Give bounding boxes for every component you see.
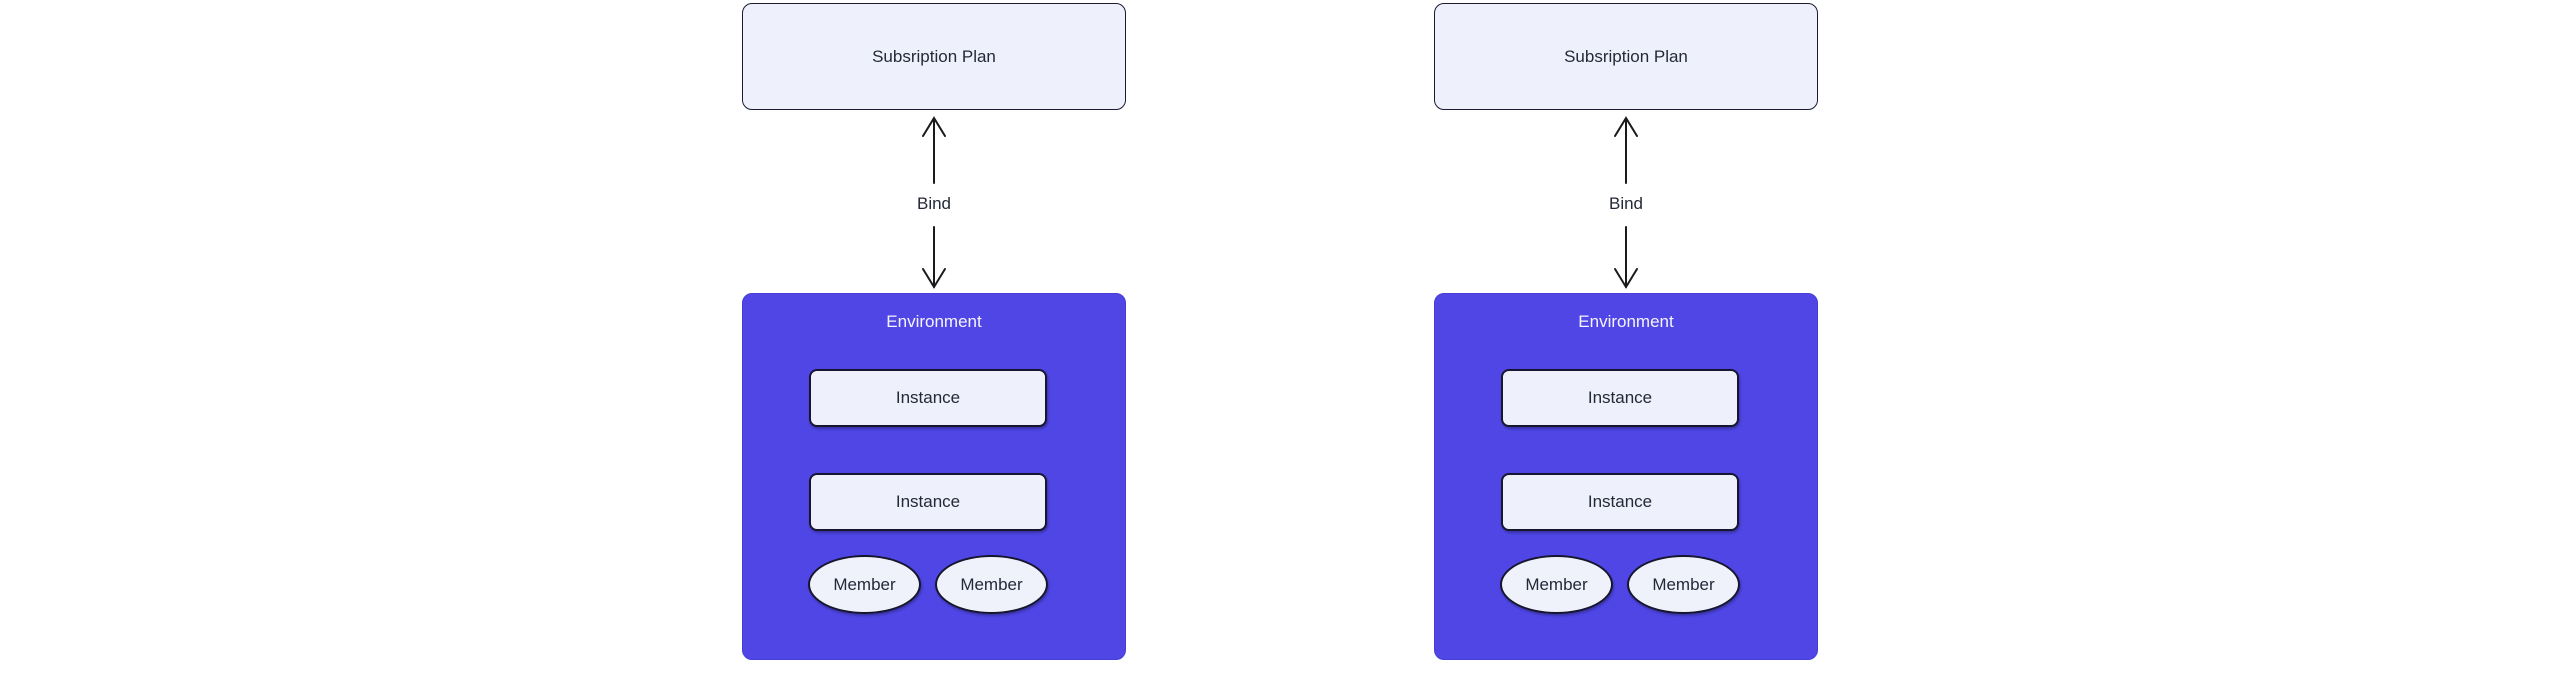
environment-title: Environment — [1578, 312, 1674, 331]
environment-title: Environment — [886, 312, 982, 331]
environment-container: Environment Instance Instance Member Mem… — [1434, 293, 1818, 660]
instance-node: Instance — [1501, 369, 1739, 427]
bind-arrow — [922, 116, 946, 289]
bind-connector: Bind — [1434, 110, 1818, 293]
diagram-group-left: Subsription Plan Bind Environment Instan… — [742, 3, 1126, 660]
diagram-group-right: Subsription Plan Bind Environment Instan… — [1434, 3, 1818, 660]
member-node: Member — [935, 555, 1048, 614]
bind-connector: Bind — [742, 110, 1126, 293]
subscription-plan-node: Subsription Plan — [742, 3, 1126, 110]
arrow-down-icon — [1614, 268, 1638, 289]
member-node: Member — [1500, 555, 1613, 614]
bind-label: Bind — [916, 194, 952, 213]
instance-node: Instance — [809, 369, 1047, 427]
bind-arrow — [1614, 116, 1638, 289]
arrow-down-icon — [922, 268, 946, 289]
subscription-plan-label: Subsription Plan — [1564, 46, 1688, 66]
subscription-plan-node: Subsription Plan — [1434, 3, 1818, 110]
subscription-plan-label: Subsription Plan — [872, 46, 996, 66]
environment-container: Environment Instance Instance Member Mem… — [742, 293, 1126, 660]
instance-node: Instance — [809, 473, 1047, 531]
bind-label: Bind — [1608, 194, 1644, 213]
member-node: Member — [808, 555, 921, 614]
member-node: Member — [1627, 555, 1740, 614]
instance-node: Instance — [1501, 473, 1739, 531]
